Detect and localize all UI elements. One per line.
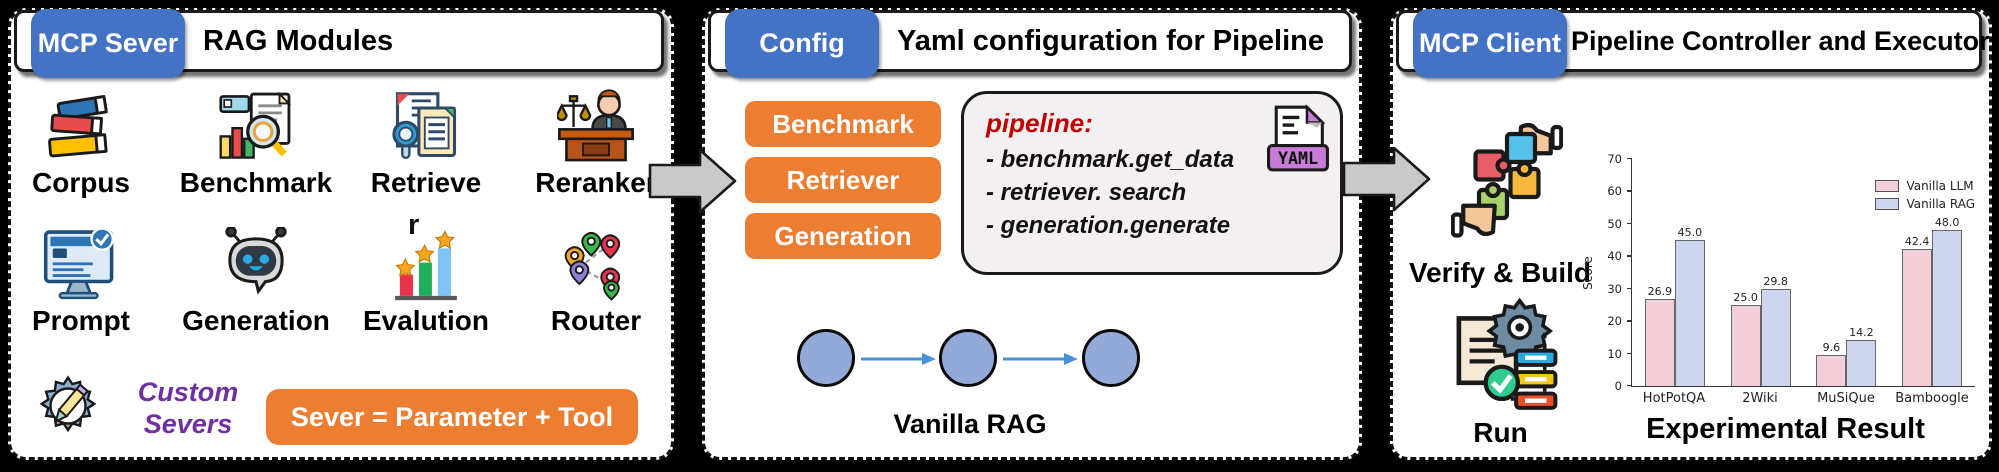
panel-client-header: MCP Client Pipeline Controller and Execu… xyxy=(1396,9,1990,78)
module-generation: Generation xyxy=(176,221,336,337)
module-label: Prompt xyxy=(32,305,130,336)
bar-group: 9.6 14.2 xyxy=(1804,159,1890,386)
benchmark-chart-icon xyxy=(176,83,336,165)
y-axis-title: Score xyxy=(1581,255,1595,290)
module-label: Generation xyxy=(182,305,330,336)
stray-r-text: r xyxy=(408,209,420,241)
bar-value-label: 9.6 xyxy=(1822,340,1841,354)
panel-server-title: RAG Modules xyxy=(203,24,394,57)
yaml-file-icon: YAML xyxy=(1266,104,1330,187)
custom-servers-label: Custom Severs xyxy=(137,377,239,439)
chart-caption: Experimental Result xyxy=(1646,413,1925,445)
panel-config-header: Config Yaml configuration for Pipeline xyxy=(708,9,1352,78)
bar-value-label: 26.9 xyxy=(1647,284,1673,298)
category-label: 2Wiki xyxy=(1742,391,1778,406)
legend-entry: Vanilla LLM xyxy=(1875,179,1975,193)
module-label: Corpus xyxy=(32,167,130,198)
yaml-badge-text: YAML xyxy=(1278,149,1318,168)
module-label: Reranker xyxy=(535,167,657,198)
bar xyxy=(1760,289,1791,386)
module-label: Evalution xyxy=(362,305,489,336)
pipeline-node xyxy=(939,329,997,387)
terminal-monitor-icon xyxy=(11,221,151,303)
yaml-code-box: pipeline: - benchmark.get_data - retriev… xyxy=(961,91,1343,275)
panel-config: Config Yaml configuration for Pipeline B… xyxy=(702,8,1362,460)
panel-mcp-server: MCP Sever RAG Modules Corpus xyxy=(8,8,674,460)
bar xyxy=(1644,298,1675,386)
gear-pencil-icon xyxy=(33,371,103,446)
module-label: Retrieve xyxy=(370,167,482,198)
pipeline-node xyxy=(797,329,855,387)
chart-legend: Vanilla LLM Vanilla RAG xyxy=(1875,179,1975,211)
category-label: MuSiQue xyxy=(1817,391,1875,406)
bar-value-label: 25.0 xyxy=(1733,290,1758,304)
bar xyxy=(1730,304,1761,386)
bar-group: 25.0 29.8 xyxy=(1718,159,1804,386)
judge-icon xyxy=(516,83,676,165)
bar-value-label: 14.2 xyxy=(1849,325,1874,339)
config-benchmark-button[interactable]: Benchmark xyxy=(745,101,941,147)
code-line: - generation.generate xyxy=(986,212,1231,240)
code-line: - benchmark.get_data xyxy=(986,146,1235,173)
vanilla-rag-label: Vanilla RAG xyxy=(893,409,1047,439)
flow-arrow-icon xyxy=(861,351,937,372)
document-search-icon xyxy=(346,83,506,165)
bar-value-label: 48.0 xyxy=(1934,216,1960,230)
server-to-config-arrow-icon xyxy=(648,146,738,221)
config-to-client-arrow-icon xyxy=(1342,144,1432,219)
verify-build-label: Verify & Build xyxy=(1408,257,1592,288)
x-axis-labels: HotPotQA 2Wiki MuSiQue Bamboogle xyxy=(1631,391,1975,406)
bar xyxy=(1816,354,1847,386)
legend-entry: Vanilla RAG xyxy=(1875,197,1975,211)
config-retriever-button[interactable]: Retriever xyxy=(745,157,941,203)
run-pipeline-icon xyxy=(1441,297,1559,420)
tab-config: Config xyxy=(725,9,879,78)
module-label: Benchmark xyxy=(179,167,333,198)
module-prompt: Prompt xyxy=(11,221,151,337)
code-pipeline-key: pipeline: xyxy=(986,108,1093,138)
category-label: Bamboogle xyxy=(1895,391,1969,406)
bar-group: 42.4 48.0 xyxy=(1889,159,1975,386)
custom-servers: Custom Severs xyxy=(33,371,263,446)
module-evaluation: r Evalution xyxy=(346,209,506,337)
code-line: - retriever. search xyxy=(986,179,1187,207)
bar xyxy=(1674,240,1705,386)
map-pins-icon xyxy=(516,221,676,303)
module-label: Router xyxy=(550,305,642,336)
pipeline-node xyxy=(1082,329,1140,387)
ranking-stars-icon: r xyxy=(346,209,506,303)
bar xyxy=(1846,339,1877,386)
module-retrieve: Retrieve xyxy=(346,83,506,199)
tab-mcp-server: MCP Sever xyxy=(31,9,185,78)
run-label: Run xyxy=(1473,417,1528,448)
bar-value-label: 42.4 xyxy=(1904,234,1930,248)
robot-icon xyxy=(176,221,336,303)
puzzle-build-icon xyxy=(1450,122,1564,248)
panel-config-title: Yaml configuration for Pipeline xyxy=(897,24,1324,57)
module-corpus: Corpus xyxy=(11,83,151,199)
config-generation-button[interactable]: Generation xyxy=(745,213,941,259)
bar-value-label: 45.0 xyxy=(1677,226,1703,240)
bar xyxy=(1932,230,1963,386)
module-reranker: Reranker xyxy=(516,83,676,199)
panel-server-header: MCP Sever RAG Modules xyxy=(14,9,664,78)
panel-mcp-client: MCP Client Pipeline Controller and Execu… xyxy=(1390,8,1992,460)
flow-arrow-icon xyxy=(1003,351,1079,372)
server-formula-button[interactable]: Sever = Parameter + Tool xyxy=(266,389,638,445)
books-icon xyxy=(11,83,151,165)
panel-client-title: Pipeline Controller and Executor xyxy=(1571,25,1990,56)
bar-group: 26.9 45.0 xyxy=(1632,159,1718,386)
module-router: Router xyxy=(516,221,676,337)
tab-mcp-client: MCP Client xyxy=(1413,9,1567,78)
bar-value-label: 29.8 xyxy=(1763,275,1788,289)
category-label: HotPotQA xyxy=(1642,391,1706,406)
bar xyxy=(1902,248,1933,386)
module-benchmark: Benchmark xyxy=(176,83,336,199)
